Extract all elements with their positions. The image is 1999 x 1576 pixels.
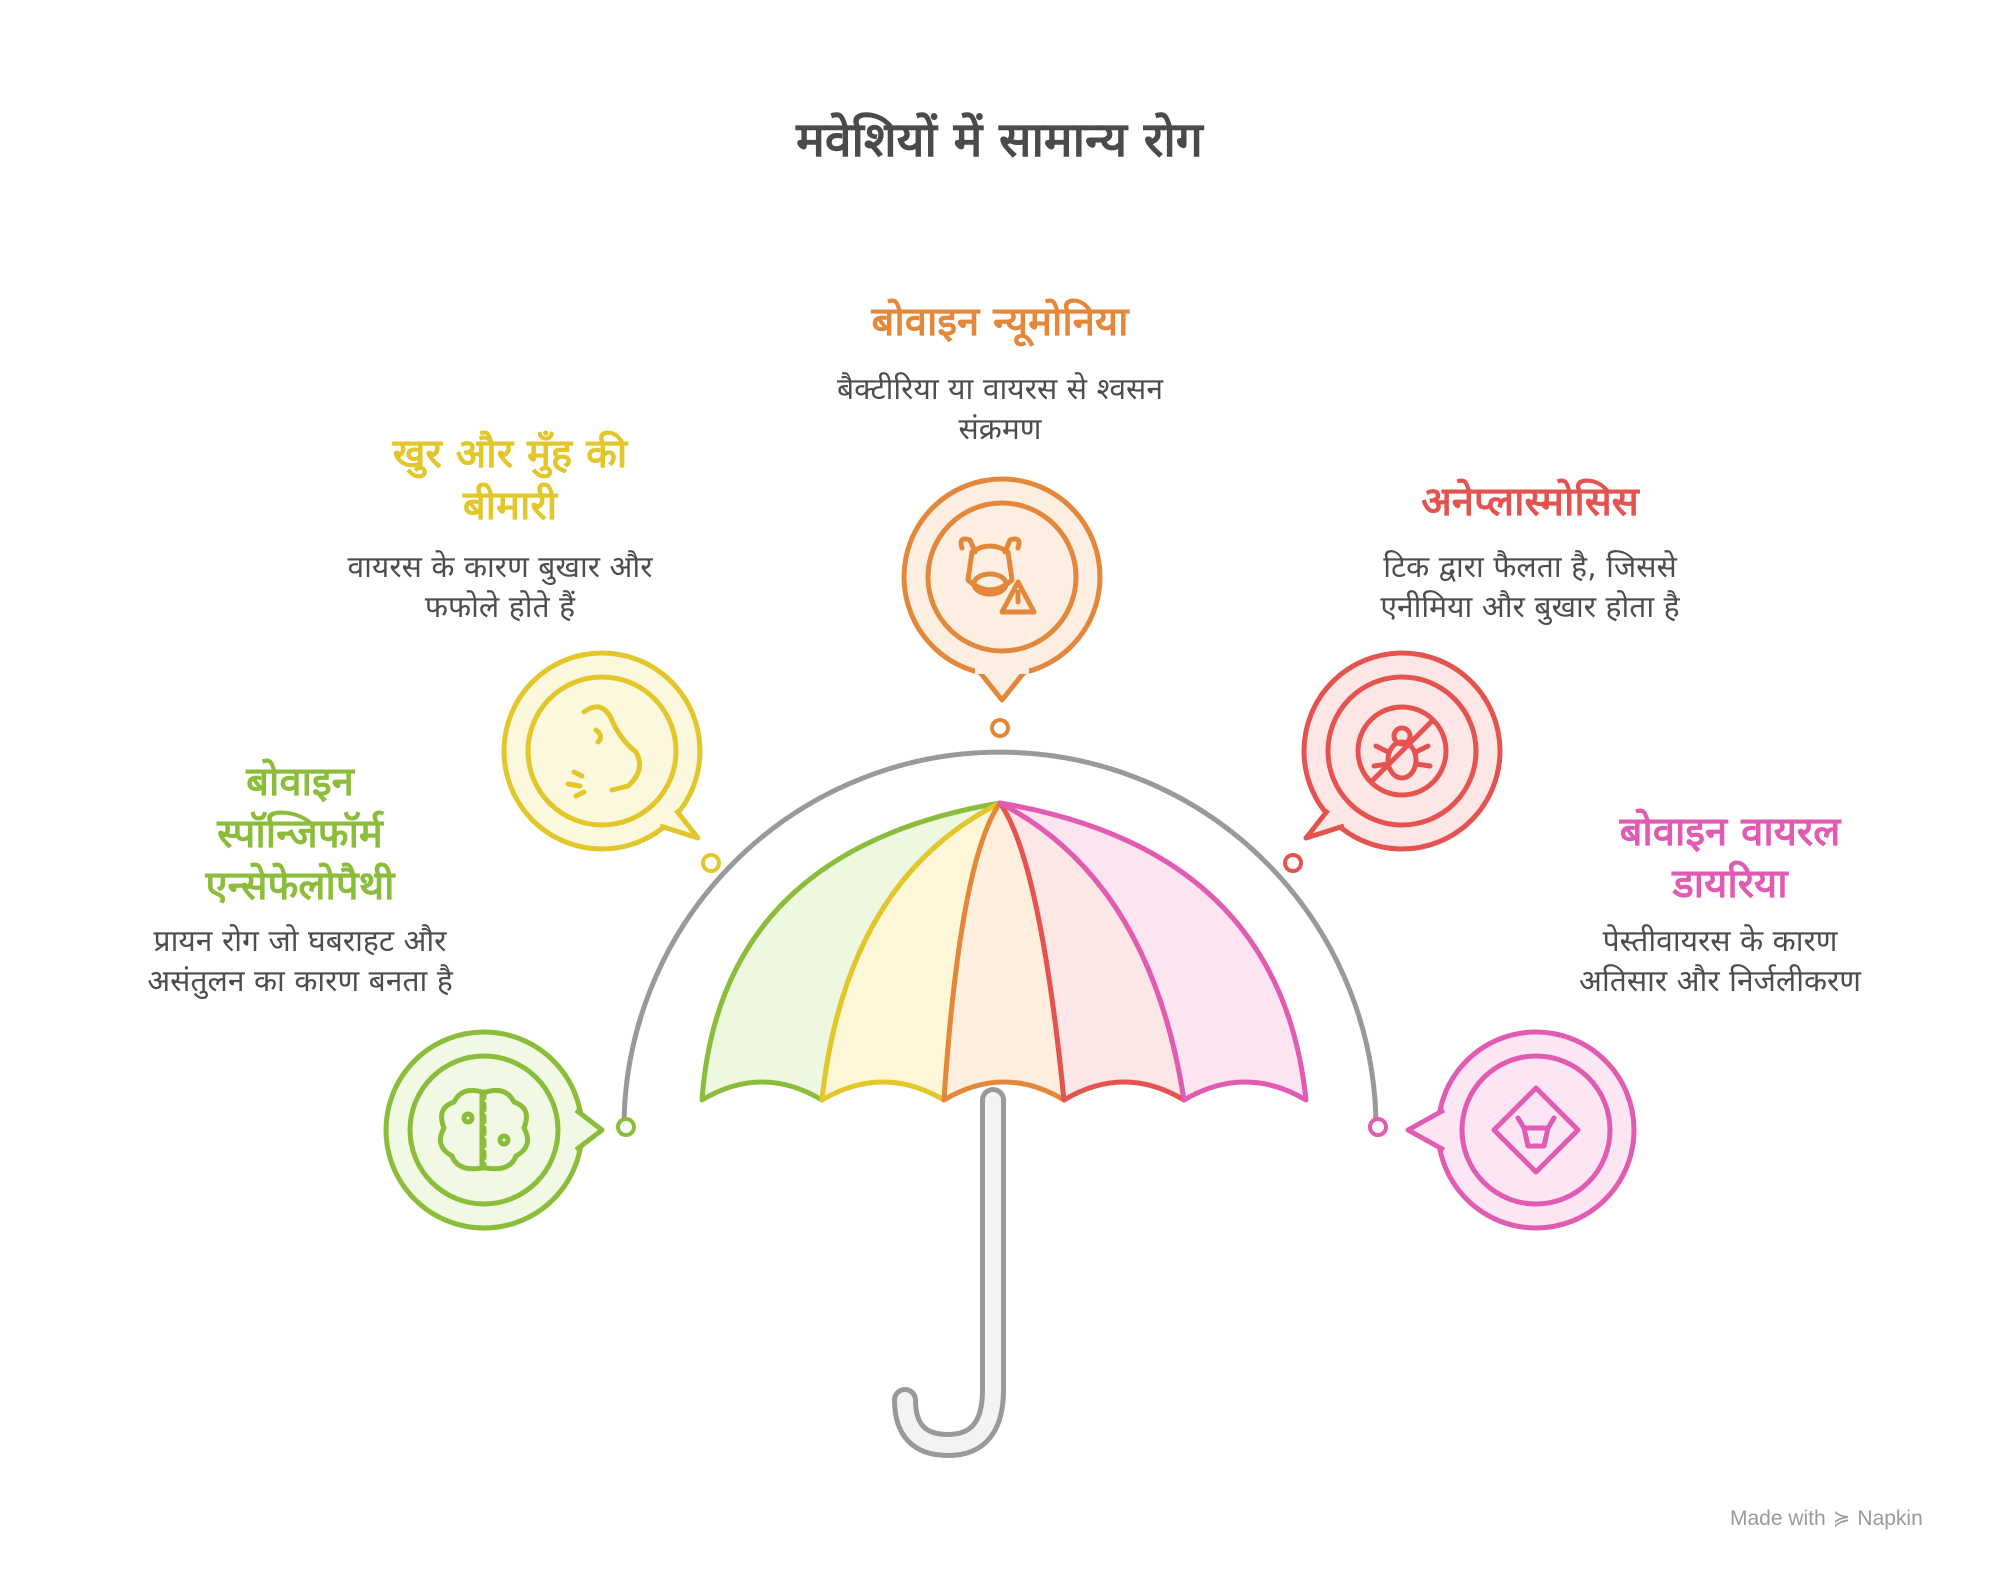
node-bvd-desc: पेस्तीवायरस के कारण अतिसार और निर्जलीकरण [1540,922,1900,1002]
credit-brand: Napkin [1857,1507,1923,1530]
umbrella-canopy [699,800,1309,1110]
frame-arc [621,749,1379,1129]
no-tick-icon [1355,704,1449,798]
cow-sign-icon [1491,1085,1581,1175]
credit-prefix: Made with [1730,1507,1826,1530]
connector-dot-fmd [701,853,721,873]
connector-dot-bse [616,1117,636,1137]
node-pneu-title: बोवाइन न्यूमोनिया [800,296,1200,348]
node-fmd-title-line: बीमारी [462,483,558,529]
node-pneu-desc: बैक्टीरिया या वायरस से श्वसन संक्रमण [780,370,1220,450]
node-fmd-badge [501,650,703,852]
node-bvd-title: बोवाइन वायरल डायरिया [1540,806,1920,910]
connector-dot-bvd [1368,1117,1388,1137]
node-pneu-badge [901,476,1103,703]
node-fmd-desc-line: वायरस के कारण बुखार और [347,550,653,585]
node-pneu-desc-line: संक्रमण [958,412,1042,447]
node-pneu-desc-line: बैक्टीरिया या वायरस से श्वसन [837,372,1163,407]
node-bse-desc-line: असंतुलन का कारण बनता है [147,964,453,999]
node-bvd-title-line: बोवाइन वायरल [1619,809,1841,855]
connector-dot-ana [1283,853,1303,873]
umbrella-handle-inner [897,1092,1001,1454]
node-bse-desc-line: प्रायन रोग जो घबराहट और [153,924,447,959]
cow-head-sneeze-icon [565,704,643,799]
page-title: मवेशियों में सामान्य रोग [796,112,1203,168]
umbrella-handle [892,1087,1006,1459]
node-bvd-desc-line: पेस्तीवायरस के कारण [1602,924,1838,959]
node-ana-badge [1301,650,1503,852]
node-fmd-desc: वायरस के कारण बुखार और फफोले होते हैं [300,548,700,628]
node-ana-title-line: अनेप्लास्मोसिस [1421,479,1639,525]
node-ana-desc-line: एनीमिया और बुखार होता है [1380,590,1680,625]
node-bse-title: बोवाइन स्पॉन्जिफॉर्म एन्सेफेलोपैथी [100,756,500,912]
brain-icon [437,1087,531,1172]
node-fmd-desc-line: फफोले होते हैं [424,590,576,625]
node-pneu-title-line: बोवाइन न्यूमोनिया [871,299,1129,345]
node-bse-desc: प्रायन रोग जो घबराहट और असंतुलन का कारण … [80,922,520,1002]
napkin-credit[interactable]: Made with ≽ Napkin [1730,1506,1923,1531]
node-ana-title: अनेप्लास्मोसिस [1330,476,1730,528]
node-bse-title-line: एन्सेफेलोपैथी [205,863,395,909]
napkin-logo-icon: ≽ [1832,1507,1851,1530]
canopy-panel-pink [997,800,1309,1103]
node-bvd-desc-line: अतिसार और निर्जलीकरण [1579,964,1861,999]
node-bvd-badge [1405,1029,1637,1231]
node-ana-desc-line: टिक द्वारा फैलता है, जिससे [1383,550,1677,585]
node-bse-title-line: स्पॉन्जिफॉर्म [217,811,383,857]
node-bse-title-line: बोवाइन [246,759,354,805]
node-bvd-title-line: डायरिया [1672,861,1788,907]
node-bse-badge [383,1029,605,1231]
cow-warning-icon [958,536,1037,615]
node-ana-desc: टिक द्वारा फैलता है, जिससे एनीमिया और बु… [1310,548,1750,628]
umbrella-tip-dot [990,718,1010,738]
node-fmd-title-line: खुर और मुँह की [392,431,628,477]
node-fmd-title: खुर और मुँह की बीमारी [300,428,720,532]
